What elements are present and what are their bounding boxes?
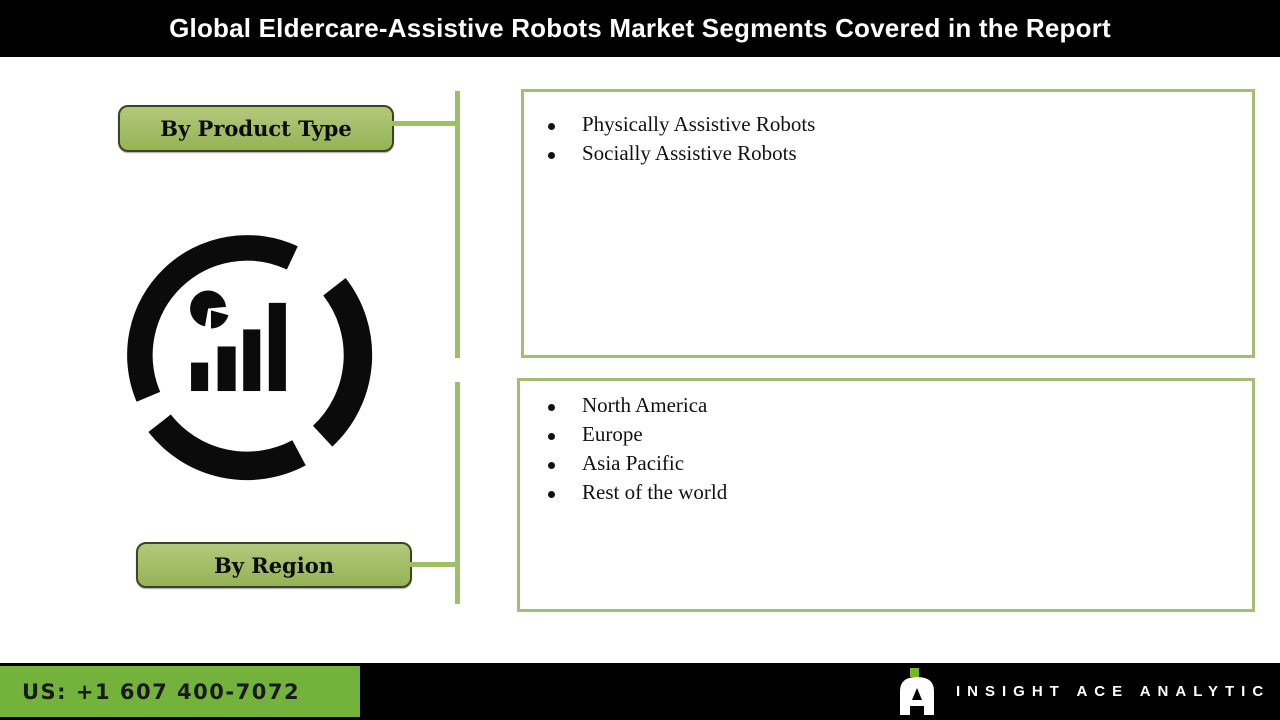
list-item-label: North America	[582, 393, 708, 417]
list-item: North America	[536, 393, 1252, 422]
region-items-box: North America Europe Asia Pacific Rest o…	[517, 378, 1255, 612]
product-type-items-box: Physically Assistive Robots Socially Ass…	[521, 89, 1255, 358]
phone-banner: US: +1 607 400-7072	[0, 666, 360, 717]
list-item: Socially Assistive Robots	[536, 141, 1252, 170]
list-item-label: Physically Assistive Robots	[582, 112, 816, 136]
bullet-icon	[548, 433, 555, 440]
brand: INSIGHT ACE ANALYTIC	[898, 663, 1270, 720]
bar-chart-glyph	[191, 302, 286, 392]
bullet-icon	[548, 404, 555, 411]
list-item-label: Asia Pacific	[582, 451, 685, 475]
title-bar: Global Eldercare-Assistive Robots Market…	[0, 0, 1280, 57]
list-item: Europe	[536, 422, 1252, 451]
by-product-type-button-label: By Product Type	[160, 116, 352, 141]
phone-number: US: +1 607 400-7072	[22, 679, 301, 704]
connector-bracket-region	[455, 382, 460, 604]
market-analytics-icon	[127, 235, 373, 481]
brand-logo-icon	[900, 667, 934, 715]
page-title: Global Eldercare-Assistive Robots Market…	[169, 13, 1111, 43]
by-product-type-button[interactable]: By Product Type	[118, 105, 394, 152]
list-item: Physically Assistive Robots	[536, 112, 1252, 141]
bullet-icon	[548, 152, 555, 159]
list-item-label: Rest of the world	[582, 480, 728, 504]
brand-name: INSIGHT ACE ANALYTIC	[956, 683, 1271, 700]
by-region-button-label: By Region	[213, 552, 334, 578]
bullet-icon	[548, 123, 555, 130]
connector-line-product-type	[392, 121, 457, 126]
pie-chart-glyph	[190, 290, 229, 329]
bullet-icon	[548, 462, 555, 469]
footer-bar: US: +1 607 400-7072 INSIGHT ACE ANALYTIC	[0, 663, 1280, 720]
bullet-icon	[548, 491, 555, 498]
connector-line-region	[410, 562, 457, 567]
connector-bracket-product-type	[455, 91, 460, 358]
list-item: Asia Pacific	[536, 451, 1252, 480]
list-item-label: Europe	[582, 422, 643, 446]
by-region-button[interactable]: By Region	[136, 542, 412, 588]
ring-segments	[127, 235, 373, 481]
list-item-label: Socially Assistive Robots	[582, 141, 797, 165]
list-item: Rest of the world	[536, 480, 1252, 509]
